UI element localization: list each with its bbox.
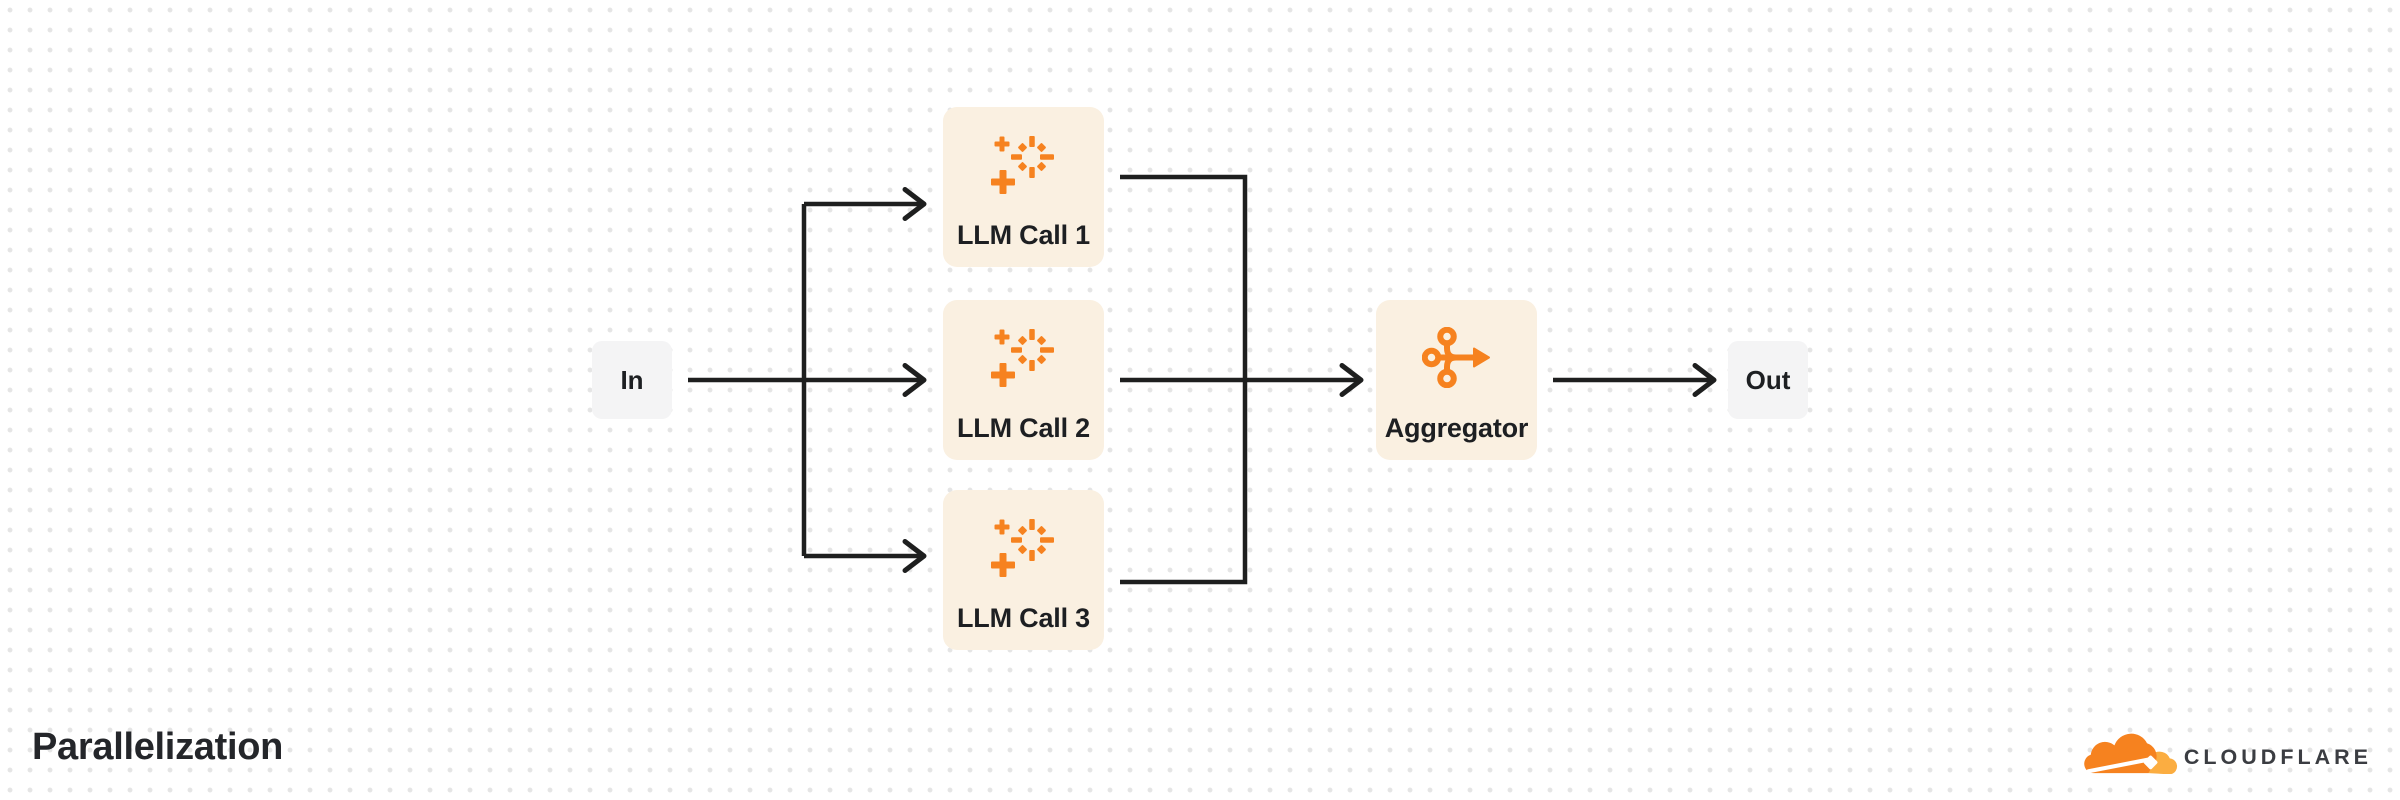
llm-call-3-node: LLM Call 3	[943, 490, 1104, 650]
node-label: LLM Call 1	[956, 220, 1090, 250]
llm-call-1-node: LLM Call 1	[943, 107, 1104, 267]
input-node: In	[592, 341, 672, 419]
arrowhead-llm3	[902, 539, 927, 573]
sparkle-icon	[990, 329, 1054, 387]
sparkle-icon	[990, 136, 1054, 194]
wire-fanin-bus	[1120, 174, 1248, 585]
cloudflare-logo: CLOUDFLARE	[2082, 724, 2372, 774]
llm-call-2-node: LLM Call 2	[943, 300, 1104, 460]
arrowhead-llm2	[902, 363, 927, 397]
arrowhead-out	[1692, 363, 1717, 397]
aggregator-node: Aggregator	[1376, 300, 1537, 460]
cloudflare-cloud-icon	[2084, 733, 2177, 774]
page-title: Parallelization	[32, 726, 284, 768]
arrowhead-llm1	[902, 187, 927, 221]
node-label: Aggregator	[1384, 413, 1529, 443]
arrowhead-aggregator	[1339, 363, 1364, 397]
cloudflare-wordmark: CLOUDFLARE	[2183, 745, 2372, 769]
input-node-label: In	[620, 364, 644, 395]
sparkle-icon	[990, 519, 1054, 577]
node-label: LLM Call 2	[956, 413, 1090, 443]
node-label: LLM Call 3	[956, 603, 1090, 633]
output-node-label: Out	[1745, 364, 1791, 395]
output-node: Out	[1728, 341, 1808, 419]
merge-arrow-icon	[1421, 327, 1490, 388]
